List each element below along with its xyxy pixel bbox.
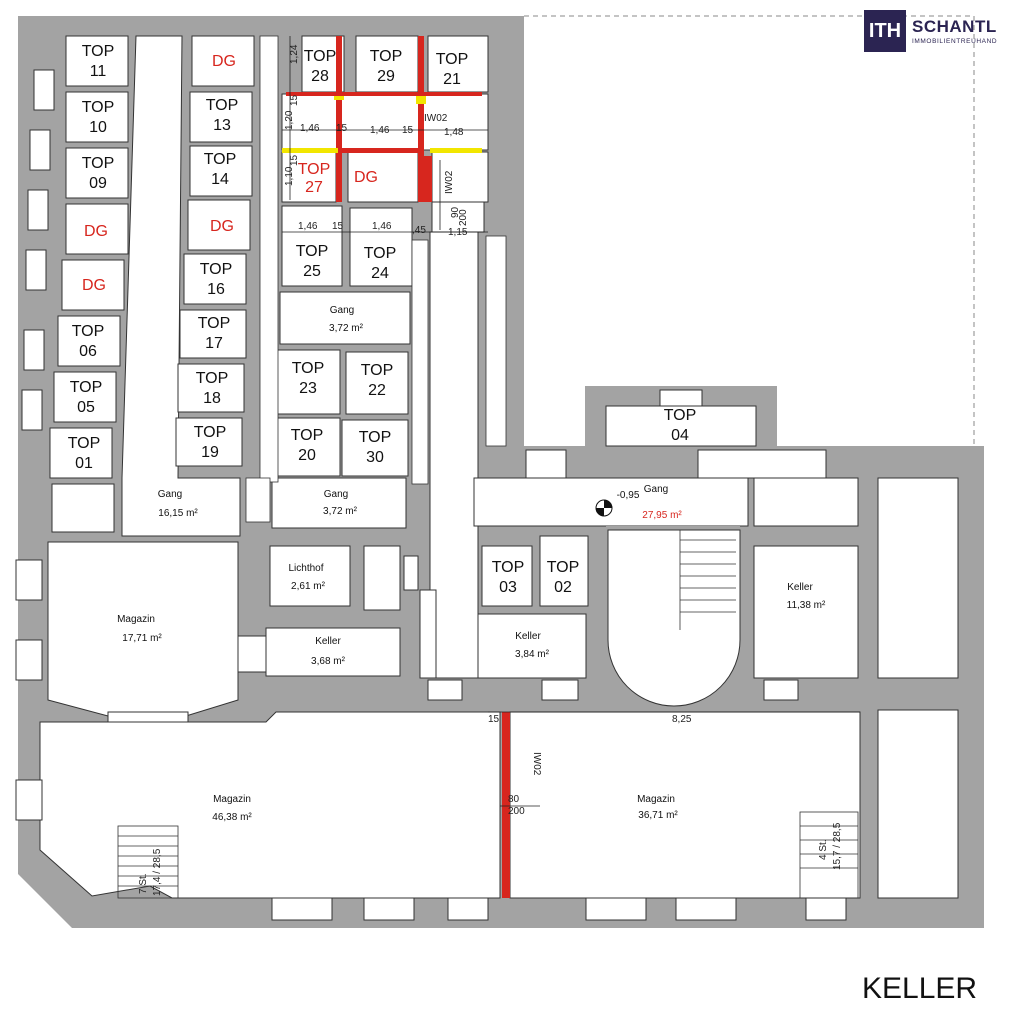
dim-45: ,45 (412, 225, 426, 236)
label-level: -0,95 (617, 490, 640, 501)
brand-mark: ITH (864, 10, 906, 52)
dim-15b: 15 (289, 154, 300, 166)
dim-80: 80 (508, 794, 520, 805)
dim-146c: 1,46 (298, 221, 318, 232)
dim-200: 200 (508, 806, 525, 817)
label-dg3: DG (212, 53, 236, 70)
label-magazin-sw-area: 46,38 m² (212, 812, 252, 823)
label-keller-b: Keller (515, 631, 541, 642)
stair-e-size: 15,7 / 28,5 (832, 822, 843, 870)
label-gang-a-area: 3,72 m² (329, 323, 364, 334)
dim-120: 1,20 (284, 110, 295, 130)
dim-146a: 1,46 (300, 123, 320, 134)
dim-15e: 15 (332, 221, 344, 232)
label-gang-a: Gang (330, 305, 354, 316)
label-dg4: DG (210, 218, 234, 235)
dim-124: 1,24 (289, 44, 300, 64)
label-magazin-w-area: 17,71 m² (122, 633, 162, 644)
dimension-lines (282, 36, 860, 807)
label-dg5: DG (354, 169, 378, 186)
label-keller-a: Keller (315, 636, 341, 647)
stair-treads (117, 530, 859, 899)
label-keller-c: Keller (787, 582, 813, 593)
dim-90: 90 (450, 206, 461, 218)
label-keller-c-area: 11,38 m² (787, 600, 826, 611)
iw02-a: IW02 (424, 113, 448, 124)
label-magazin-se: Magazin (637, 794, 675, 805)
dim-146b: 1,46 (370, 125, 390, 136)
brand-name: SCHANTL (912, 17, 997, 36)
label-magazin-w: Magazin (117, 614, 155, 625)
label-magazin-sw: Magazin (213, 794, 251, 805)
label-keller-a-area: 3,68 m² (311, 656, 346, 667)
label-lichthof: Lichthof (288, 563, 323, 574)
dim-825: 8,25 (672, 714, 692, 725)
label-gang-main-area: 16,15 m² (158, 508, 198, 519)
brand-subtitle: IMMOBILIENTREUHAND (912, 38, 998, 45)
dim-146d: 1,46 (372, 221, 392, 232)
brand-text: SCHANTL IMMOBILIENTREUHAND (912, 17, 997, 45)
label-keller-b-area: 3,84 m² (515, 649, 550, 660)
courtyard-outline (524, 15, 975, 446)
stair-w-size: 17,4 / 28,5 (152, 848, 163, 896)
label-gang-b: Gang (324, 489, 348, 500)
label-dg2: DG (82, 277, 106, 294)
level-marker (595, 499, 613, 517)
label-gang-east: Gang (644, 484, 668, 495)
dim-115: 1,15 (448, 227, 468, 238)
stair-w-steps: 7 St. (138, 873, 149, 894)
label-lichthof-area: 2,61 m² (291, 581, 326, 592)
stair-e-steps: 4 St. (818, 839, 829, 860)
brand-logo: ITH SCHANTL IMMOBILIENTREUHAND (864, 10, 1016, 52)
dim-15a: 15 (289, 94, 300, 106)
cluster-corridors (245, 35, 507, 523)
dim-15c: 15 (336, 123, 348, 134)
floor-title: KELLER (862, 972, 978, 1005)
label-gang-b-area: 3,72 m² (323, 506, 358, 517)
dim-15d: 15 (402, 125, 414, 136)
label-gang-main: Gang (158, 489, 182, 500)
label-gang-east-area: 27,95 m² (642, 510, 682, 521)
label-magazin-se-area: 36,71 m² (638, 810, 678, 821)
partitions (282, 36, 510, 898)
room-fills (15, 35, 959, 921)
label-dg1: DG (84, 223, 108, 240)
dim-15f: 15 (488, 714, 500, 725)
dimension-labels: 1,24 1,20 1,10 15 15 1,46 15 1,46 15 1,4… (138, 44, 843, 896)
iw02-b: IW02 (444, 170, 455, 194)
dim-200b: 200 (458, 209, 469, 226)
iw02-c: IW02 (531, 752, 542, 776)
dim-148: 1,48 (444, 127, 464, 138)
dim-110: 1,10 (284, 166, 295, 186)
